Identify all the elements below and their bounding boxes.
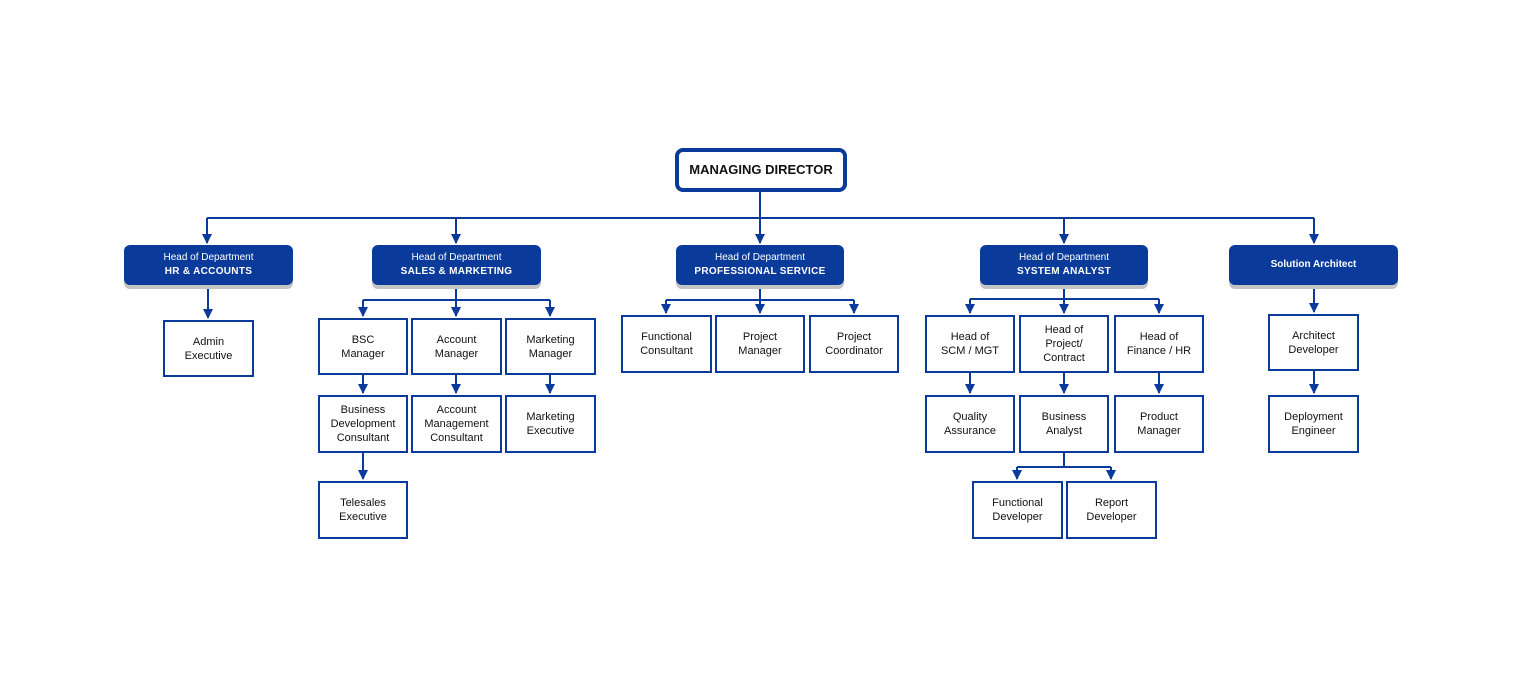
role-label-line: Functional bbox=[641, 331, 692, 343]
role-label-line: Project bbox=[836, 331, 872, 343]
role-functional-consultant: Functional Consultant bbox=[621, 315, 712, 373]
role-quality-assurance: Quality Assurance bbox=[925, 395, 1015, 453]
role-label-line: Manager bbox=[341, 347, 385, 360]
dept-head-hr-accounts: Head of Department HR & ACCOUNTS bbox=[124, 245, 293, 285]
role-label-line: Executive bbox=[526, 425, 575, 437]
dept-head-title: Head of Department bbox=[411, 252, 502, 263]
role-bsc-manager: BSC Manager bbox=[318, 318, 408, 375]
role-label-line: Developer bbox=[992, 511, 1043, 523]
dept-head-title: Head of Department bbox=[1018, 252, 1110, 263]
role-marketing-manager: Marketing Manager bbox=[505, 318, 596, 375]
role-label-line: Executive bbox=[339, 511, 387, 523]
role-account-manager: Account Manager bbox=[411, 318, 502, 375]
role-telesales-executive: Telesales Executive bbox=[318, 481, 408, 539]
role-label-line: BSC bbox=[351, 333, 375, 346]
role-architect-developer: Architect Developer bbox=[1268, 314, 1359, 371]
role-label-line: Head of bbox=[950, 331, 990, 343]
role-label-line: Business bbox=[340, 404, 386, 416]
role-label-line: Developer bbox=[1086, 511, 1137, 523]
role-label-line: Developer bbox=[1288, 343, 1339, 356]
role-label-line: Quality bbox=[952, 411, 988, 423]
role-label-line: Telesales bbox=[340, 497, 386, 509]
role-head-of-project-contract: Head of Project/ Contract bbox=[1019, 315, 1109, 373]
role-business-analyst: Business Analyst bbox=[1019, 395, 1109, 453]
role-label-line: Manager bbox=[1137, 425, 1181, 437]
role-label-line: SCM / MGT bbox=[940, 345, 1000, 357]
role-label-line: Account bbox=[436, 333, 477, 346]
role-label-line: Management bbox=[424, 418, 489, 430]
role-label-line: Assurance bbox=[944, 425, 996, 437]
role-label-line: Account bbox=[436, 404, 477, 416]
managing-director-label: MANAGING DIRECTOR bbox=[689, 162, 833, 177]
role-label-line: Analyst bbox=[1045, 425, 1083, 437]
dept-head-title: Solution Architect bbox=[1270, 259, 1357, 270]
role-label-line: Manager bbox=[738, 345, 782, 357]
role-label-line: Development bbox=[330, 418, 396, 430]
dept-head-title: Head of Department bbox=[163, 252, 254, 263]
dept-name: SALES & MARKETING bbox=[400, 266, 513, 277]
dept-head-sales-marketing: Head of Department SALES & MARKETING bbox=[372, 245, 541, 285]
role-label-line: Consultant bbox=[640, 345, 693, 357]
role-label-line: Finance / HR bbox=[1126, 345, 1192, 357]
role-label-line: Product bbox=[1140, 411, 1178, 423]
role-label-line: Coordinator bbox=[825, 345, 883, 357]
dept-head-solution-architect: Solution Architect bbox=[1229, 245, 1398, 285]
role-deployment-engineer: Deployment Engineer bbox=[1268, 395, 1359, 453]
managing-director-box: MANAGING DIRECTOR bbox=[675, 148, 847, 192]
role-head-of-finance-hr: Head of Finance / HR bbox=[1114, 315, 1204, 373]
role-label-line: Consultant bbox=[430, 432, 483, 444]
role-label-line: Manager bbox=[528, 347, 573, 360]
role-label-line: Admin bbox=[192, 335, 225, 348]
role-label-line: Project/ bbox=[1045, 338, 1083, 350]
role-business-development-consultant: Business Development Consultant bbox=[318, 395, 408, 453]
role-label-line: Business bbox=[1041, 411, 1087, 423]
dept-name: SYSTEM ANALYST bbox=[1016, 266, 1112, 277]
dept-name: HR & ACCOUNTS bbox=[164, 266, 253, 277]
role-admin-executive: Admin Executive bbox=[163, 320, 254, 377]
role-marketing-executive: Marketing Executive bbox=[505, 395, 596, 453]
role-label-line: Head of bbox=[1139, 331, 1179, 343]
dept-head-professional-service: Head of Department PROFESSIONAL SERVICE bbox=[676, 245, 844, 285]
role-label-line: Consultant bbox=[336, 432, 390, 444]
role-functional-developer: Functional Developer bbox=[972, 481, 1063, 539]
role-label-line: Report bbox=[1094, 497, 1129, 509]
role-label-line: Deployment bbox=[1284, 411, 1343, 423]
role-label-line: Contract bbox=[1043, 352, 1085, 364]
role-product-manager: Product Manager bbox=[1114, 395, 1204, 453]
dept-name: PROFESSIONAL SERVICE bbox=[694, 266, 826, 277]
dept-head-title: Head of Department bbox=[714, 252, 806, 263]
role-head-of-scm-mgt: Head of SCM / MGT bbox=[925, 315, 1015, 373]
role-label-line: Marketing bbox=[526, 333, 575, 346]
role-label-line: Project bbox=[742, 331, 778, 343]
role-report-developer: Report Developer bbox=[1066, 481, 1157, 539]
role-label-line: Marketing bbox=[526, 411, 575, 423]
role-label-line: Engineer bbox=[1291, 425, 1336, 437]
role-label-line: Functional bbox=[992, 497, 1043, 509]
role-project-manager: Project Manager bbox=[715, 315, 805, 373]
role-label-line: Head of bbox=[1044, 324, 1084, 336]
role-label-line: Manager bbox=[434, 347, 479, 360]
role-label-line: Architect bbox=[1292, 329, 1335, 342]
role-project-coordinator: Project Coordinator bbox=[809, 315, 899, 373]
dept-head-system-analyst: Head of Department SYSTEM ANALYST bbox=[980, 245, 1148, 285]
role-account-management-consultant: Account Management Consultant bbox=[411, 395, 502, 453]
role-label-line: Executive bbox=[184, 349, 233, 362]
